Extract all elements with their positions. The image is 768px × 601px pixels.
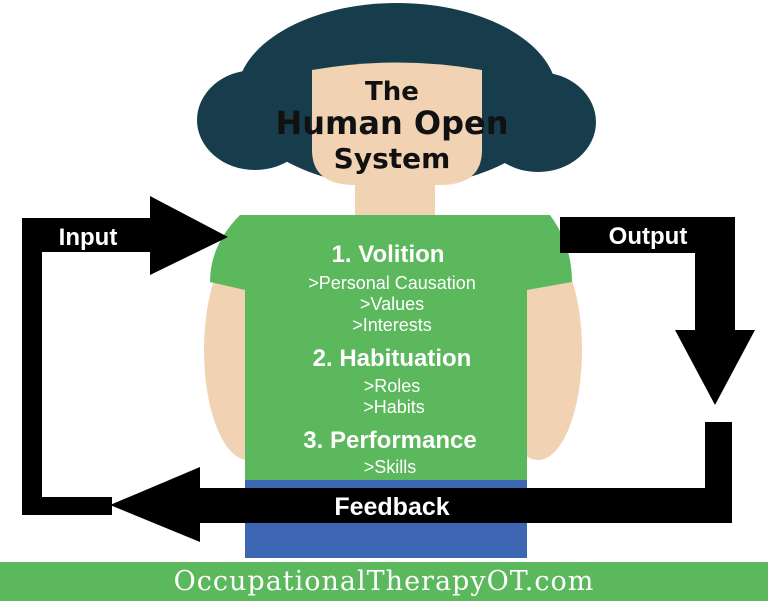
feedback-arrow-icon bbox=[110, 422, 732, 542]
subsystem-volition: 1. Volition >Personal Causation >Values … bbox=[308, 241, 476, 335]
footer-banner: OccupationalTherapyOT.com bbox=[0, 562, 768, 601]
title-line-1: The bbox=[365, 77, 419, 107]
input-arrow-icon bbox=[22, 196, 228, 515]
subsystem-item: >Skills bbox=[364, 457, 417, 477]
title-line-2: Human Open bbox=[275, 104, 508, 142]
neck bbox=[355, 180, 435, 220]
subsystem-item: >Roles bbox=[364, 376, 421, 396]
subsystem-performance: 3. Performance >Skills bbox=[303, 427, 476, 477]
shirt bbox=[210, 215, 572, 480]
title-line-3: System bbox=[334, 142, 451, 175]
subsystem-item: >Habits bbox=[363, 397, 425, 417]
output-label: Output bbox=[609, 223, 688, 250]
face bbox=[312, 62, 482, 185]
subsystem-habituation: 2. Habituation >Roles >Habits bbox=[313, 345, 472, 417]
feedback-label: Feedback bbox=[334, 493, 449, 521]
subsystem-item: >Values bbox=[360, 294, 424, 314]
output-arrow-icon bbox=[560, 217, 755, 405]
person-figure-icon bbox=[197, 3, 596, 558]
subsystem-heading: 1. Volition bbox=[332, 241, 445, 268]
input-label: Input bbox=[59, 224, 118, 251]
subsystem-item: >Interests bbox=[352, 315, 432, 335]
subsystem-heading: 2. Habituation bbox=[313, 345, 472, 372]
footer-site-name: OccupationalTherapyOT.com bbox=[173, 566, 595, 597]
subsystem-item: >Personal Causation bbox=[308, 273, 476, 293]
subsystem-heading: 3. Performance bbox=[303, 427, 476, 454]
